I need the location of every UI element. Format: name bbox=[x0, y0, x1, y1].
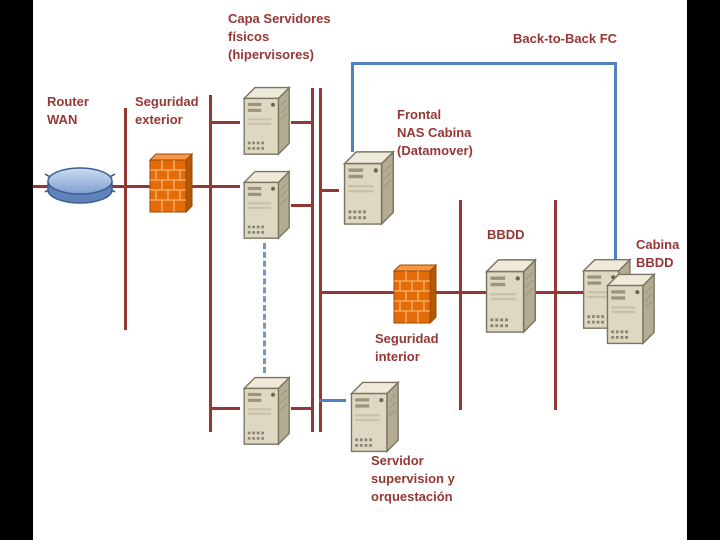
frontal-nas-label: Frontal NAS Cabina (Datamover) bbox=[397, 107, 473, 158]
fc-line-right-drop bbox=[614, 62, 617, 295]
seguridad-interior-label: Seguridad interior bbox=[375, 331, 439, 364]
network-stub-bottom-left-server-left bbox=[209, 407, 240, 410]
network-stub-hypervisor-top-right bbox=[291, 121, 314, 124]
cabina-bbdd-label: Cabina BBDD bbox=[636, 237, 680, 270]
network-line-dmz-vertical bbox=[124, 108, 127, 330]
network-line-core-vertical-b bbox=[319, 88, 322, 432]
network-stub-bottom-left-server-right bbox=[291, 407, 314, 410]
router-cylinder-icon bbox=[44, 162, 116, 208]
right-letterbox-bar bbox=[687, 0, 720, 540]
network-line-bbdd-horizontal bbox=[319, 291, 612, 294]
network-line-interior-vertical-2 bbox=[554, 200, 557, 410]
server-icon-supervision bbox=[344, 378, 400, 454]
back-to-back-fc-label: Back-to-Back FC bbox=[513, 31, 618, 46]
firewall-exterior-icon bbox=[146, 150, 196, 216]
fc-line-top-horizontal bbox=[351, 62, 617, 65]
server-icon-hypervisor-top bbox=[236, 84, 292, 156]
server-icon-bbdd bbox=[478, 256, 538, 334]
network-line-core-vertical-a bbox=[311, 88, 314, 432]
server-icon-cabina-front bbox=[600, 270, 656, 346]
server-icon-bottom-left bbox=[236, 374, 292, 446]
network-stub-nas-left bbox=[319, 189, 339, 192]
network-stub-hypervisor-top-left bbox=[209, 121, 240, 124]
title-label: Capa Servidores físicos (hipervisores) bbox=[228, 11, 331, 62]
router-wan-label: Router WAN bbox=[47, 94, 89, 127]
fc-line-nas-riser bbox=[351, 62, 354, 152]
server-icon-nas-frontal bbox=[336, 148, 396, 226]
servidor-supervision-label: Servidor supervision y orquestación bbox=[371, 453, 455, 504]
left-letterbox-bar bbox=[0, 0, 33, 540]
network-line-mgmt-vertical bbox=[209, 95, 212, 432]
fc-stub-supervision bbox=[319, 399, 346, 402]
server-icon-hypervisor-mid bbox=[236, 168, 292, 240]
bbdd-label: BBDD bbox=[487, 227, 525, 242]
network-stub-hypervisor-mid-right bbox=[291, 204, 314, 207]
dashed-link-vertical bbox=[263, 243, 266, 373]
network-line-interior-vertical-1 bbox=[459, 200, 462, 410]
network-line-wan-horizontal bbox=[33, 185, 240, 188]
firewall-interior-icon bbox=[390, 260, 440, 328]
seguridad-exterior-label: Seguridad exterior bbox=[135, 94, 199, 127]
